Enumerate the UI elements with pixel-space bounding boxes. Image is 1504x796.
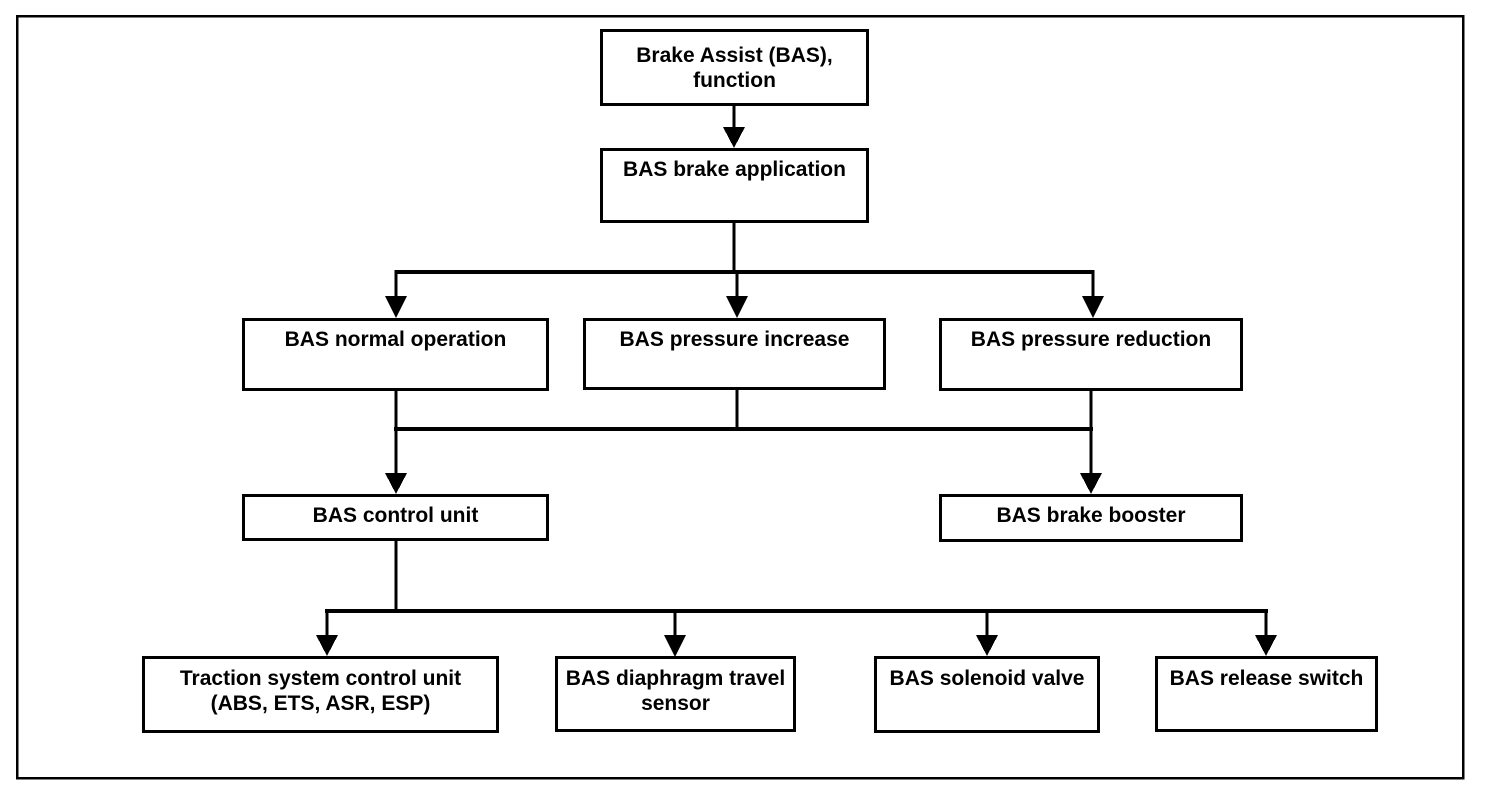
- node-bas-control-unit: BAS control unit: [242, 494, 549, 541]
- arrowhead: [316, 635, 338, 656]
- connectors: [316, 106, 1277, 657]
- node-bas-normal-operation: BAS normal operation: [242, 318, 549, 391]
- node-bas-diaphragm-travel-sensor: BAS diaphragm travel sensor: [555, 656, 796, 732]
- node-bas-brake-application: BAS brake application: [600, 148, 869, 223]
- node-bas-solenoid-valve: BAS solenoid valve: [874, 656, 1100, 733]
- node-bas-pressure-increase: BAS pressure increase: [583, 318, 886, 390]
- node-brake-assist-function: Brake Assist (BAS), function: [600, 29, 869, 106]
- arrowhead: [385, 473, 407, 494]
- diagram-border: [15, 14, 1465, 780]
- node-bas-pressure-reduction: BAS pressure reduction: [939, 318, 1243, 391]
- arrowhead: [726, 296, 748, 318]
- arrowhead: [723, 127, 745, 148]
- arrowhead: [1255, 635, 1277, 656]
- node-traction-system-control-unit: Traction system control unit (ABS, ETS, …: [142, 656, 499, 733]
- node-bas-release-switch: BAS release switch: [1155, 656, 1378, 732]
- arrowhead: [1082, 296, 1104, 318]
- arrowhead: [1080, 473, 1102, 494]
- node-bas-brake-booster: BAS brake booster: [939, 494, 1243, 542]
- arrowhead: [664, 635, 686, 657]
- arrowhead: [385, 296, 407, 318]
- arrowhead: [976, 635, 998, 656]
